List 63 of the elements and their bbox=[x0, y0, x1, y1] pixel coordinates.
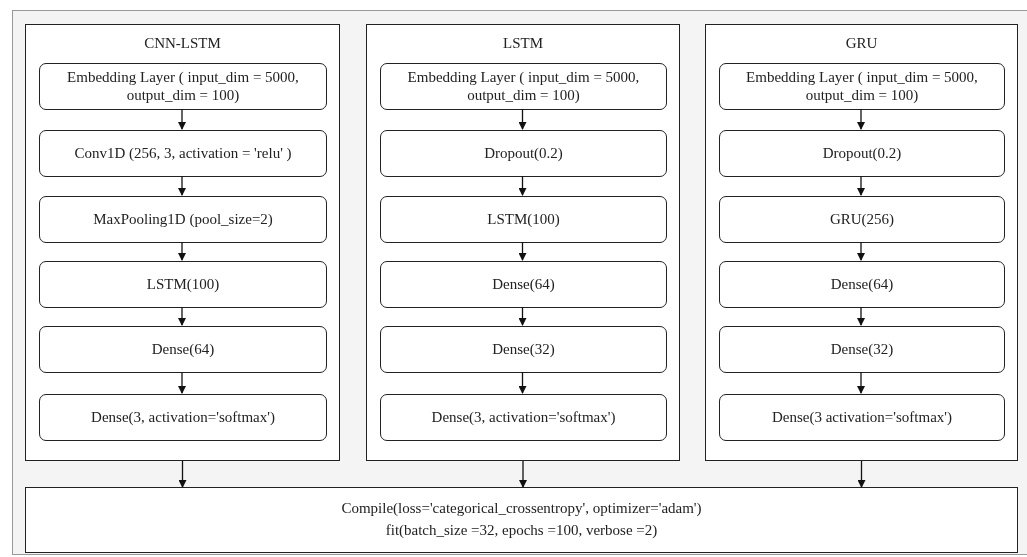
layer-label: Embedding Layer ( input_dim = 5000, output_dim = 100) bbox=[406, 69, 641, 104]
layer-label: Dense(3, activation='softmax') bbox=[431, 408, 616, 427]
layer-label: Dense(3, activation='softmax') bbox=[91, 408, 275, 427]
layer-label: Dense(64) bbox=[151, 340, 215, 359]
layer-label: Dense(32) bbox=[492, 340, 555, 359]
arrow bbox=[857, 371, 865, 394]
layer-box bbox=[380, 196, 667, 243]
layer-box bbox=[39, 394, 327, 441]
layer-box bbox=[719, 130, 1005, 177]
layer-label: MaxPooling1D (pool_size=2) bbox=[93, 210, 273, 229]
layer-box bbox=[380, 63, 667, 110]
layer-label: fit(batch_size =32, epochs =100, verbose =2) bbox=[385, 521, 658, 540]
arrow bbox=[178, 175, 186, 196]
arrow bbox=[857, 108, 865, 130]
arrow bbox=[178, 306, 186, 326]
layer-label: Dropout(0.2) bbox=[484, 144, 563, 163]
model-panel bbox=[25, 24, 340, 461]
layer-box bbox=[39, 261, 327, 308]
layer-label: Dense(3 activation='softmax') bbox=[771, 408, 953, 427]
arrow bbox=[857, 175, 865, 196]
layer-label: Dropout(0.2) bbox=[822, 144, 902, 163]
layer-label: Dense(32) bbox=[830, 340, 894, 359]
layer-label: Dense(64) bbox=[492, 275, 555, 294]
layer-box bbox=[39, 130, 327, 177]
panel-title: GRU bbox=[844, 35, 879, 52]
arrow bbox=[178, 241, 186, 261]
arrow bbox=[857, 306, 865, 326]
layer-box bbox=[719, 63, 1005, 110]
arrow bbox=[518, 371, 527, 394]
model-panel bbox=[366, 24, 680, 461]
layer-label: Embedding Layer ( input_dim = 5000, output_dim = 100) bbox=[66, 69, 300, 104]
layer-box bbox=[39, 326, 327, 373]
layer-box bbox=[719, 261, 1005, 308]
layer-box bbox=[380, 326, 667, 373]
layer-label: LSTM(100) bbox=[487, 210, 560, 229]
layer-box bbox=[39, 63, 327, 110]
arrow bbox=[178, 371, 186, 394]
arrow bbox=[518, 241, 527, 261]
layer-box bbox=[380, 130, 667, 177]
arrow bbox=[178, 108, 186, 130]
layer-label: Embedding Layer ( input_dim = 5000, output_dim = 100) bbox=[745, 69, 979, 104]
layer-box bbox=[39, 196, 327, 243]
layer-label: Dense(64) bbox=[830, 275, 894, 294]
layer-box bbox=[380, 394, 667, 441]
layer-box bbox=[719, 196, 1005, 243]
model-panel bbox=[705, 24, 1018, 461]
arrow bbox=[518, 175, 527, 196]
layer-box bbox=[719, 326, 1005, 373]
panel-title: CNN-LSTM bbox=[143, 35, 222, 52]
arrow bbox=[519, 460, 527, 488]
arrow bbox=[518, 108, 527, 130]
arrow bbox=[178, 460, 187, 488]
compile-box bbox=[25, 487, 1018, 553]
layer-label: Conv1D (256, 3, activation = 'relu' ) bbox=[74, 144, 292, 163]
layer-box bbox=[380, 261, 667, 308]
layer-box bbox=[719, 394, 1005, 441]
layer-label: LSTM(100) bbox=[146, 275, 220, 294]
arrow bbox=[857, 460, 866, 488]
layer-label: Compile(loss='categorical_crossentropy', optimizer='adam') bbox=[341, 499, 702, 519]
arrow bbox=[857, 241, 865, 261]
layer-label: GRU(256) bbox=[829, 210, 895, 229]
panel-title: LSTM bbox=[502, 35, 544, 52]
arrow bbox=[518, 306, 527, 326]
